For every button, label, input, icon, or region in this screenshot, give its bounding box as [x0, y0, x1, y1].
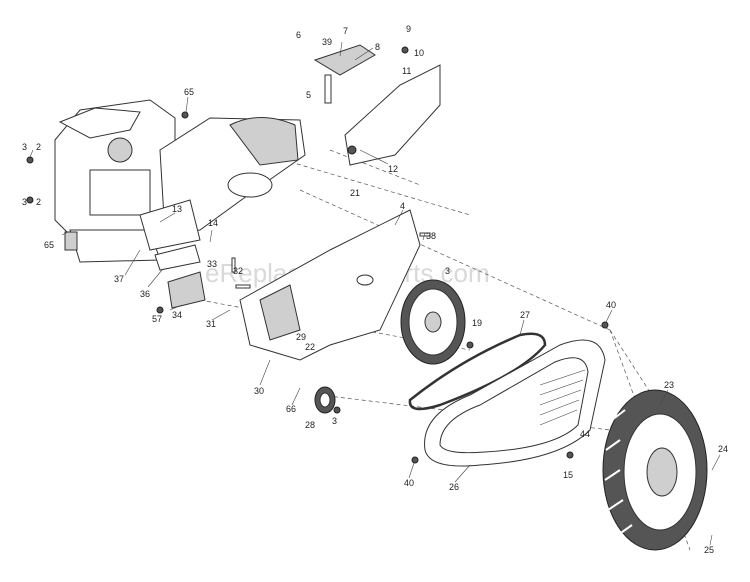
callout-label: 3 [445, 266, 450, 276]
callout-label: 5 [306, 90, 311, 100]
callout-label: 9 [406, 24, 411, 34]
callout-label: 4 [400, 201, 405, 211]
callout-label: 3 [22, 197, 27, 207]
callout-label: 2 [36, 142, 41, 152]
callout-label: 3 [22, 142, 27, 152]
callout-label: 33 [207, 259, 217, 269]
callout-label: 21 [350, 188, 360, 198]
callout-label: 57 [152, 314, 162, 324]
callout-label: 15 [563, 470, 573, 480]
tire-icon [602, 389, 708, 551]
callout-label: 13 [172, 204, 182, 214]
pulley-large-icon [400, 279, 466, 365]
callout-label: 40 [404, 478, 414, 488]
callout-label: 12 [388, 164, 398, 174]
callout-label: 36 [140, 289, 150, 299]
cover-vents [539, 369, 586, 426]
hood-plate-icon [313, 44, 441, 166]
callout-label: 19 [472, 318, 482, 328]
callout-label: 66 [286, 404, 296, 414]
callout-label: 65 [184, 87, 194, 97]
callout-label: 30 [254, 386, 264, 396]
callout-label: 37 [114, 274, 124, 284]
callout-label: 65 [44, 240, 54, 250]
callout-label: 39 [322, 37, 332, 47]
callout-label: 10 [414, 48, 424, 58]
callout-label: 6 [296, 30, 301, 40]
callout-label: 27 [520, 310, 530, 320]
v-belt-icon [408, 332, 547, 411]
belt-guard-frame-icon [239, 209, 421, 361]
callout-label: 22 [305, 342, 315, 352]
callout-label: 25 [704, 545, 714, 555]
tire-tread [604, 409, 633, 536]
callout-label: 38 [426, 231, 436, 241]
callout-label: 26 [449, 482, 459, 492]
callout-label: 23 [664, 380, 674, 390]
belt-cover-icon [424, 339, 606, 467]
callout-label: 34 [172, 310, 182, 320]
callout-label: 14 [208, 218, 218, 228]
fasteners [26, 46, 609, 464]
callout-label: 40 [606, 300, 616, 310]
callout-label: 28 [305, 420, 315, 430]
bracket-icon [154, 244, 206, 309]
callout-label: 32 [233, 266, 243, 276]
tine-shield-icon [139, 117, 306, 251]
callout-label: 2 [36, 197, 41, 207]
callout-labels: 65 3 2 3 2 65 13 37 14 36 33 32 57 34 31… [22, 24, 728, 555]
callout-label: 44 [580, 429, 590, 439]
callout-label: 24 [718, 444, 728, 454]
leader-lines [29, 41, 721, 546]
callout-label: 29 [296, 332, 306, 342]
callout-label: 7 [343, 26, 348, 36]
callout-label: 3 [332, 416, 337, 426]
callout-label: 31 [206, 319, 216, 329]
callout-label: 8 [375, 42, 380, 52]
pulley-small-icon [314, 386, 336, 414]
callout-label: 11 [402, 66, 411, 76]
